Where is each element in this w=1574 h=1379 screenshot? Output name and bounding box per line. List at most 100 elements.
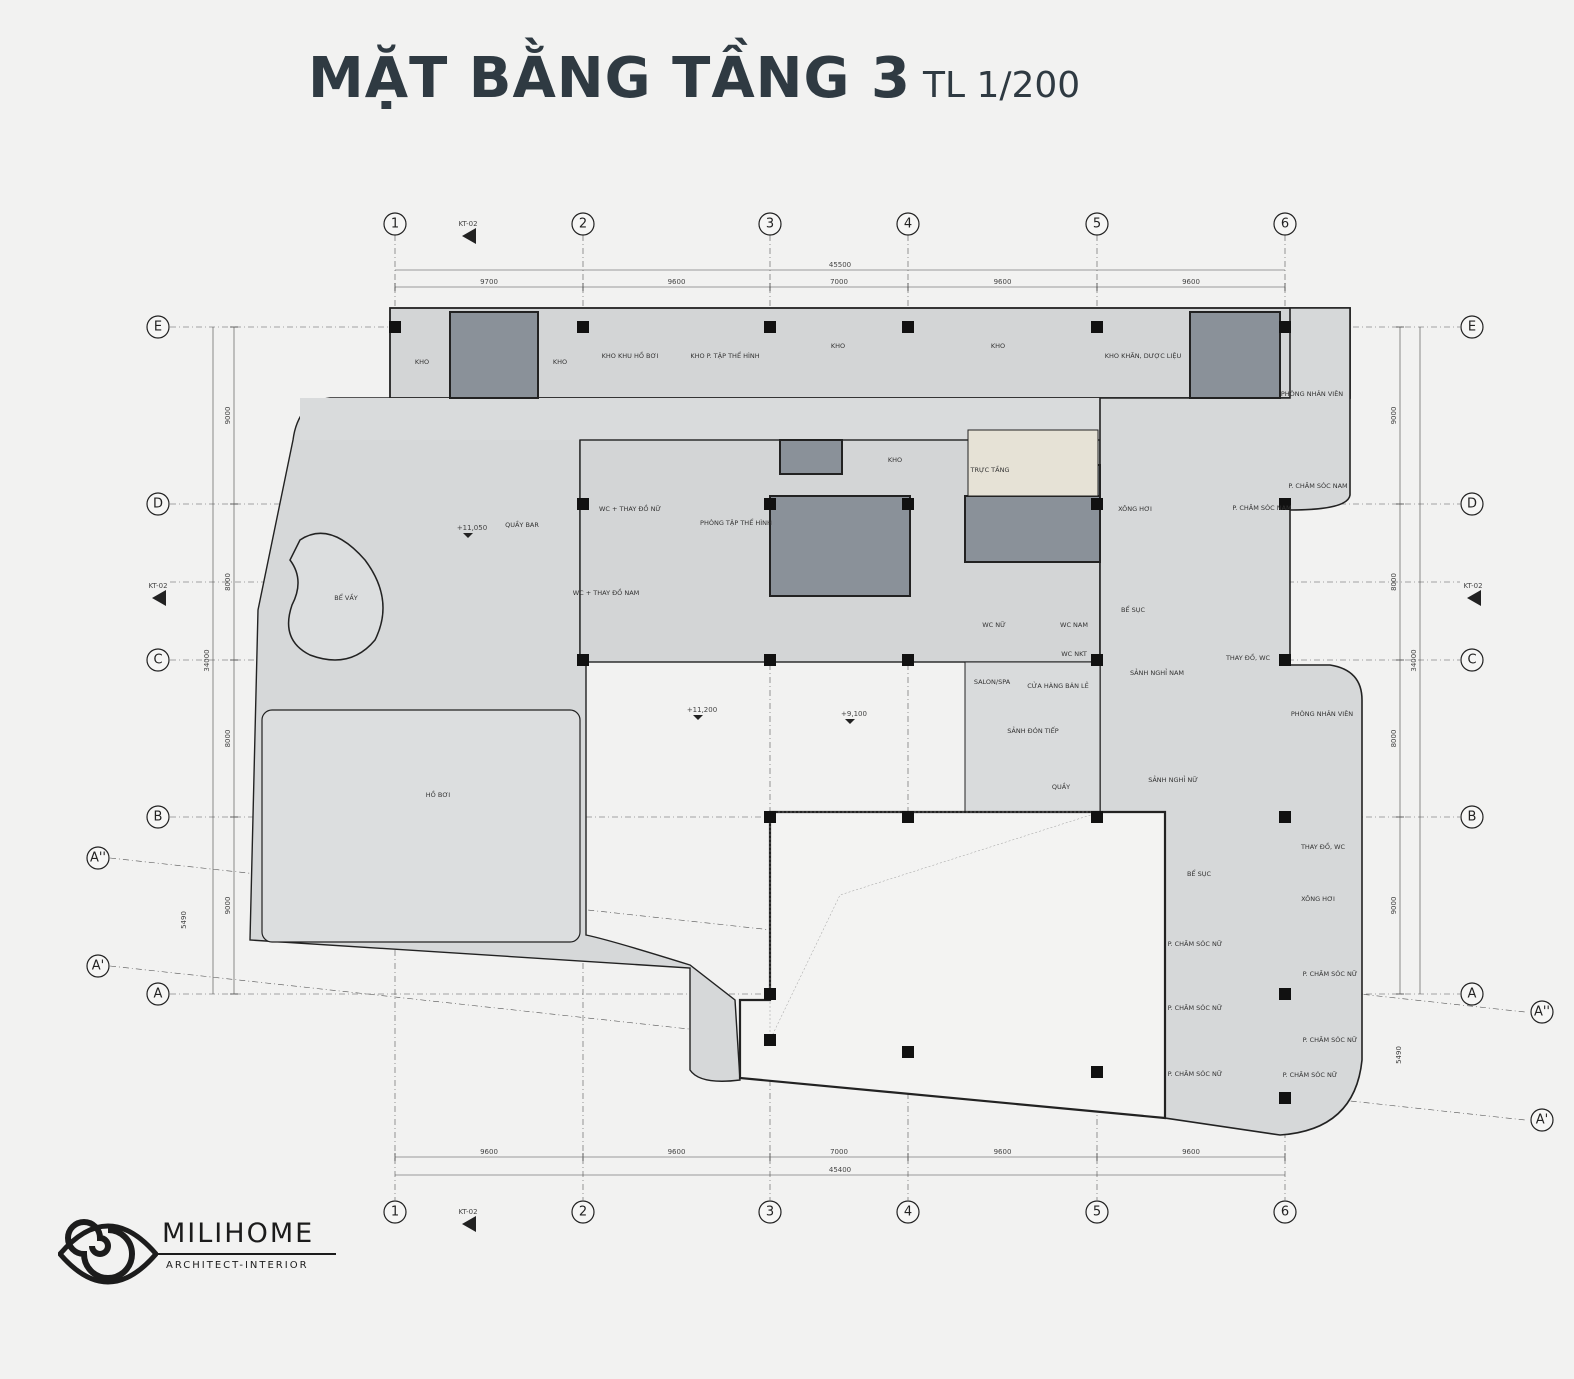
grid-bubble-right-B: B [1468, 810, 1477, 825]
column-9 [1091, 498, 1103, 510]
room-label: XÔNG HƠI [1118, 504, 1152, 513]
offset-bubble-2: A' [92, 959, 104, 974]
room-label: P. CHĂM SÓC NAM [1288, 481, 1347, 490]
room-label: P. CHĂM SÓC NỮ [1283, 1070, 1338, 1079]
grid-bubble-top-3-circle [758, 212, 782, 236]
grid-bubble-top-6-circle [1273, 212, 1297, 236]
dim-label: 9600 [480, 1148, 498, 1156]
eye-logo-icon [56, 1219, 160, 1285]
dim-label-v: 9000 [1390, 897, 1398, 915]
cores [449, 311, 1281, 597]
lift-core-b [964, 495, 1101, 563]
grid-bubble-bottom-1: 1 [391, 1205, 399, 1220]
column-17 [902, 811, 914, 823]
dim-offset-right: 5490 [1395, 1046, 1403, 1064]
level-marks: +11,050+11,200+9,100 [457, 524, 867, 724]
dim-label: 9600 [994, 278, 1012, 286]
grid-bubble-bottom-6: 6 [1281, 1205, 1289, 1220]
dim-top-total: 45500 [829, 261, 851, 269]
grid-bubble-left-B-circle [146, 805, 170, 829]
column-10 [1279, 498, 1291, 510]
dim-label-v: 8000 [224, 573, 232, 591]
room-label: CỬA HÀNG BÁN LẺ [1027, 681, 1089, 690]
column-16 [764, 811, 776, 823]
room-label: P. CHĂM SÓC NỮ [1303, 969, 1358, 978]
dim-label-v: 8000 [1390, 730, 1398, 748]
room-label: SẢNH NGHỈ NAM [1130, 668, 1184, 677]
grid-bubble-top-6: 6 [1281, 217, 1289, 232]
grid-bubble-right-C-circle [1460, 648, 1484, 672]
dim-label-v: 8000 [1390, 573, 1398, 591]
grid-bubble-left-E: E [154, 320, 162, 335]
grid-bubble-right-E: E [1468, 320, 1476, 335]
dim-label: 7000 [830, 1148, 848, 1156]
room-label: BỂ SỤC [1187, 868, 1212, 878]
stair-core-left [449, 311, 539, 399]
dim-label: 9600 [668, 278, 686, 286]
room-label: WC NKT [1061, 650, 1087, 658]
column-15 [1279, 654, 1291, 666]
column-21 [1279, 988, 1291, 1000]
grid-bubble-bottom-2-circle [571, 1200, 595, 1224]
dim-label: 7000 [830, 278, 848, 286]
dim-bottom-total: 45400 [829, 1166, 851, 1174]
room-label: HỒ BƠI [426, 789, 450, 799]
section-mark-icon [152, 590, 166, 606]
grid-bubble-left-C-circle [146, 648, 170, 672]
grid-bubble-bottom-6-circle [1273, 1200, 1297, 1224]
room-label: KHO [553, 358, 567, 366]
room-label: QUẦY [1052, 781, 1070, 791]
section-mark-label: KT-02 [458, 1208, 477, 1216]
grid-bubble-top-1-circle [383, 212, 407, 236]
column-2 [764, 321, 776, 333]
logo-divider [158, 1253, 336, 1255]
room-label: BỂ SỤC [1121, 604, 1146, 614]
column-7 [764, 498, 776, 510]
column-4 [1091, 321, 1103, 333]
grid-bubble-top-2-circle [571, 212, 595, 236]
room-label: KHO KHĂN, DƯỢC LIỆU [1105, 351, 1182, 360]
section-mark-icon [462, 228, 476, 244]
room-label: BỂ VẦY [334, 592, 358, 602]
room-label: SẢNH ĐÓN TIẾP [1007, 725, 1058, 735]
offset-bubble-2-circle [86, 954, 110, 978]
grid-bubble-left-D: D [153, 497, 163, 512]
room-label: WC + THAY ĐỒ NỮ [599, 503, 661, 513]
column-24 [1091, 1066, 1103, 1078]
room-label: PHÒNG NHÂN VIÊN [1291, 709, 1353, 718]
grid-bubble-right-B-circle [1460, 805, 1484, 829]
level-marker-icon [693, 715, 703, 720]
column-8 [902, 498, 914, 510]
grid-bubble-bottom-1-circle [383, 1200, 407, 1224]
kids-pool [287, 532, 384, 661]
grid-bubble-left-A-circle [146, 982, 170, 1006]
level-label: +9,100 [841, 710, 867, 718]
grid-bubble-top-5: 5 [1093, 217, 1101, 232]
dim-label-v: 9000 [1390, 407, 1398, 425]
room-label: WC + THAY ĐỒ NAM [573, 587, 640, 597]
grid-bubble-right-D-circle [1460, 492, 1484, 516]
room-label: PHÒNG NHÂN VIÊN [1281, 389, 1343, 398]
column-0 [389, 321, 401, 333]
room-label: THAY ĐỒ, WC [1300, 841, 1346, 851]
room-label: KHO KHU HỒ BƠI [602, 350, 659, 360]
dim-label: 9600 [1182, 278, 1200, 286]
column-13 [902, 654, 914, 666]
grid-bubble-bottom-5: 5 [1093, 1205, 1101, 1220]
logo: MILIHOME ARCHITECT-INTERIOR [56, 1204, 348, 1304]
column-12 [764, 654, 776, 666]
room-label: TRỰC TẦNG [970, 464, 1010, 474]
offset-bubble-1: A'' [90, 851, 106, 866]
grid-bubble-right-A: A [1468, 987, 1477, 1002]
dim-label-v: 9000 [224, 407, 232, 425]
pool [261, 709, 581, 943]
offset-bubble-4-circle [1530, 1108, 1554, 1132]
offset-bubble-3: A'' [1534, 1005, 1550, 1020]
column-22 [764, 1034, 776, 1046]
grid-bubble-right-D: D [1467, 497, 1477, 512]
room-label: KHO P. TẬP THỂ HÌNH [690, 350, 759, 360]
room-label: P. CHĂM SÓC NỮ [1168, 939, 1223, 948]
grid-bubble-bottom-3-circle [758, 1200, 782, 1224]
level-marker-icon [845, 719, 855, 724]
